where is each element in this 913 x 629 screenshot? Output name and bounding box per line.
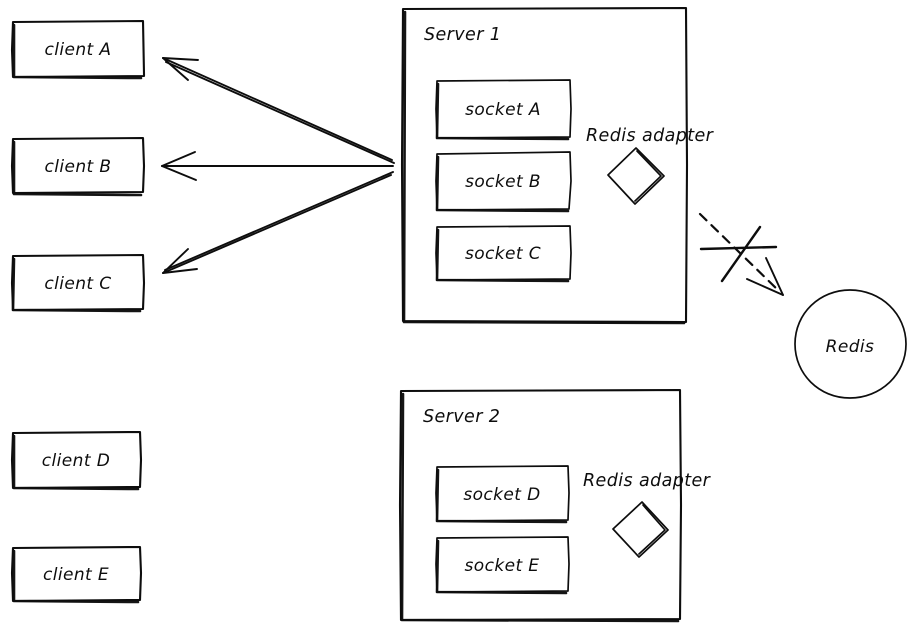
adapter-diamond-outer-1 xyxy=(607,147,665,205)
redis-link-arrowhead-top xyxy=(765,257,784,296)
arrow-c-head-bottom xyxy=(162,268,198,274)
connection-server1-redis-broken xyxy=(698,212,784,296)
server-1-box xyxy=(400,6,689,324)
client-e-label: client E xyxy=(43,565,109,585)
client-c-label: client C xyxy=(44,274,111,294)
client-d-box xyxy=(10,430,143,490)
socket-a-label: socket A xyxy=(465,100,541,120)
server-2-node[interactable]: Server 2 socket D socket E Redis adapter xyxy=(398,388,712,623)
socket-c-node[interactable]: socket C xyxy=(435,225,572,283)
client-e-box xyxy=(10,545,143,603)
client-c-box xyxy=(10,253,146,312)
socket-d-label: socket D xyxy=(463,485,540,505)
redis-label: Redis xyxy=(826,337,875,357)
connection-server1-client-a xyxy=(162,57,395,164)
socket-e-box xyxy=(435,536,570,593)
client-d-label: client D xyxy=(42,451,110,471)
adapter-diamond-inner-1 xyxy=(634,150,662,202)
connection-server1-client-b xyxy=(161,151,394,181)
server-2-adapter-label: Redis adapter xyxy=(583,471,712,491)
connection-broken-cross-icon xyxy=(699,225,778,283)
redis-node[interactable]: Redis xyxy=(794,289,907,399)
arrow-c-shaft-2 xyxy=(162,174,392,274)
socket-b-node[interactable]: socket B xyxy=(435,151,572,213)
server-1-adapter-label: Redis adapter xyxy=(586,126,715,146)
server-2-adapter-diamond-icon xyxy=(612,501,669,558)
socket-b-label: socket B xyxy=(465,172,541,192)
arrow-a-head-bottom xyxy=(162,57,189,81)
client-a-label: client A xyxy=(45,40,112,60)
client-b-node[interactable]: client B xyxy=(10,136,146,197)
arrow-b-head-top xyxy=(161,151,196,167)
arrow-a-head-top xyxy=(162,57,199,61)
adapter-diamond-outer-2 xyxy=(612,501,669,558)
client-c-node[interactable]: client C xyxy=(10,253,146,313)
client-a-box xyxy=(10,19,146,79)
server-1-label: Server 1 xyxy=(424,25,501,45)
client-b-label: client B xyxy=(45,157,112,177)
socket-e-label: socket E xyxy=(465,556,540,576)
server-1-node[interactable]: Server 1 socket A socket B socket C Redi… xyxy=(400,6,715,325)
arrow-c-head-top xyxy=(162,248,189,274)
socket-c-label: socket C xyxy=(465,244,541,264)
adapter-diamond-inner-2 xyxy=(638,504,666,555)
socket-d-node[interactable]: socket D xyxy=(435,465,570,524)
cross-diagonal-line xyxy=(720,225,762,283)
connection-server1-client-c xyxy=(162,171,394,274)
cross-horizontal-line xyxy=(699,245,778,251)
socket-b-box xyxy=(435,151,572,211)
arrow-b-head-bottom xyxy=(161,165,197,181)
redis-link-arrowhead-bottom xyxy=(746,278,784,296)
client-a-node[interactable]: client A xyxy=(10,19,146,80)
arrow-c-shaft xyxy=(164,171,394,271)
server-2-label: Server 2 xyxy=(423,407,500,427)
client-d-node[interactable]: client D xyxy=(10,430,143,491)
redis-circle xyxy=(794,289,907,399)
arrow-a-shaft xyxy=(162,57,393,161)
arrow-a-shaft-2 xyxy=(165,61,395,164)
socket-d-box xyxy=(435,465,570,522)
server-1-adapter-diamond-icon xyxy=(607,147,665,205)
socket-e-node[interactable]: socket E xyxy=(435,536,570,595)
server-2-box xyxy=(398,388,683,622)
server-1-box-shadow xyxy=(402,10,686,325)
socket-c-box xyxy=(435,225,572,281)
client-e-node[interactable]: client E xyxy=(10,545,143,604)
socket-a-box xyxy=(435,79,572,139)
socket-a-node[interactable]: socket A xyxy=(435,79,572,141)
redis-link-dashed-line xyxy=(698,212,782,294)
client-b-box xyxy=(10,136,146,195)
